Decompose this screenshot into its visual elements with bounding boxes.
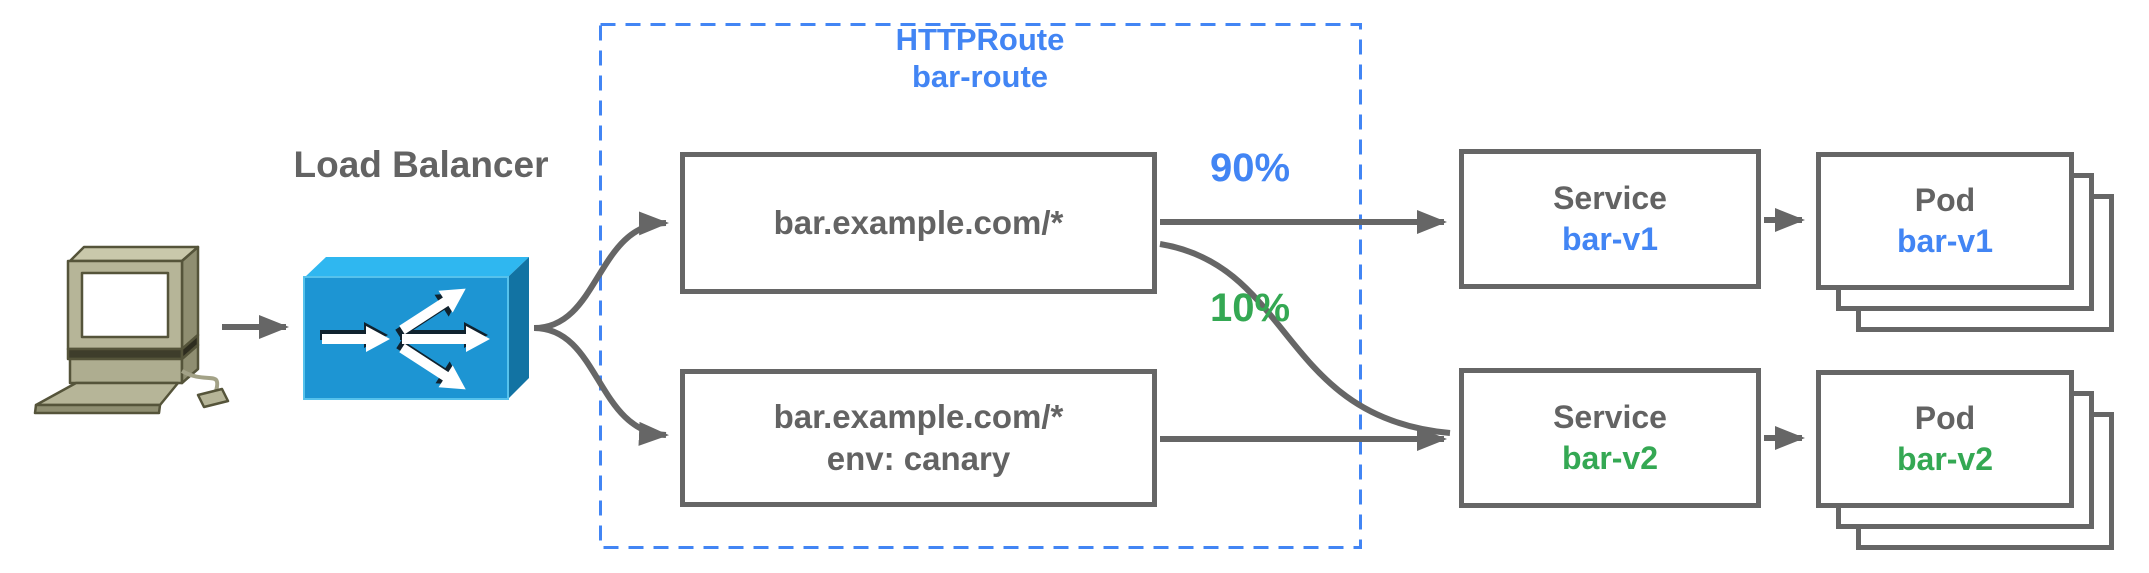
edge-rule1-to-service2-curve xyxy=(1159,241,1451,436)
service-box-bar-v1: Service bar-v1 xyxy=(1459,149,1761,289)
service-box-bar-v2: Service bar-v2 xyxy=(1459,368,1761,508)
httproute-kind-label: HTTPRoute xyxy=(895,22,1065,57)
pod-box-bar-v1: Pod bar-v1 xyxy=(1816,152,2074,290)
load-balancer-label: Load Balancer xyxy=(293,144,549,185)
route-rule-2-match: bar.example.com/* xyxy=(773,398,1064,435)
httproute-boundary xyxy=(599,23,1362,549)
service-1-kind: Service xyxy=(1553,180,1667,216)
httproute-name-label: bar-route xyxy=(911,59,1049,94)
pod-1-name: bar-v1 xyxy=(1896,223,1994,259)
edge-lb-to-rule2 xyxy=(533,325,669,446)
weight-label-90: 90% xyxy=(1210,146,1291,190)
pod-2-name: bar-v2 xyxy=(1896,441,1994,477)
route-rule-box-2: bar.example.com/* env: canary xyxy=(680,369,1157,507)
edge-lb-to-rule1 xyxy=(533,211,669,331)
httproute-title: HTTPRoute bar-route xyxy=(810,21,1150,95)
service-1-name: bar-v1 xyxy=(1561,221,1659,257)
pod-box-bar-v2: Pod bar-v2 xyxy=(1816,370,2074,508)
desktop-computer-icon xyxy=(33,245,230,415)
pod-2-kind: Pod xyxy=(1914,400,1976,436)
load-balancer-icon xyxy=(303,257,529,400)
service-2-kind: Service xyxy=(1553,399,1667,435)
service-2-name: bar-v2 xyxy=(1561,440,1659,476)
weight-label-10: 10% xyxy=(1210,286,1291,330)
route-rule-box-1: bar.example.com/* xyxy=(680,152,1157,294)
route-rule-1-match: bar.example.com/* xyxy=(773,204,1064,241)
route-rule-2-header-match: env: canary xyxy=(826,440,1011,477)
pod-1-kind: Pod xyxy=(1914,182,1976,218)
